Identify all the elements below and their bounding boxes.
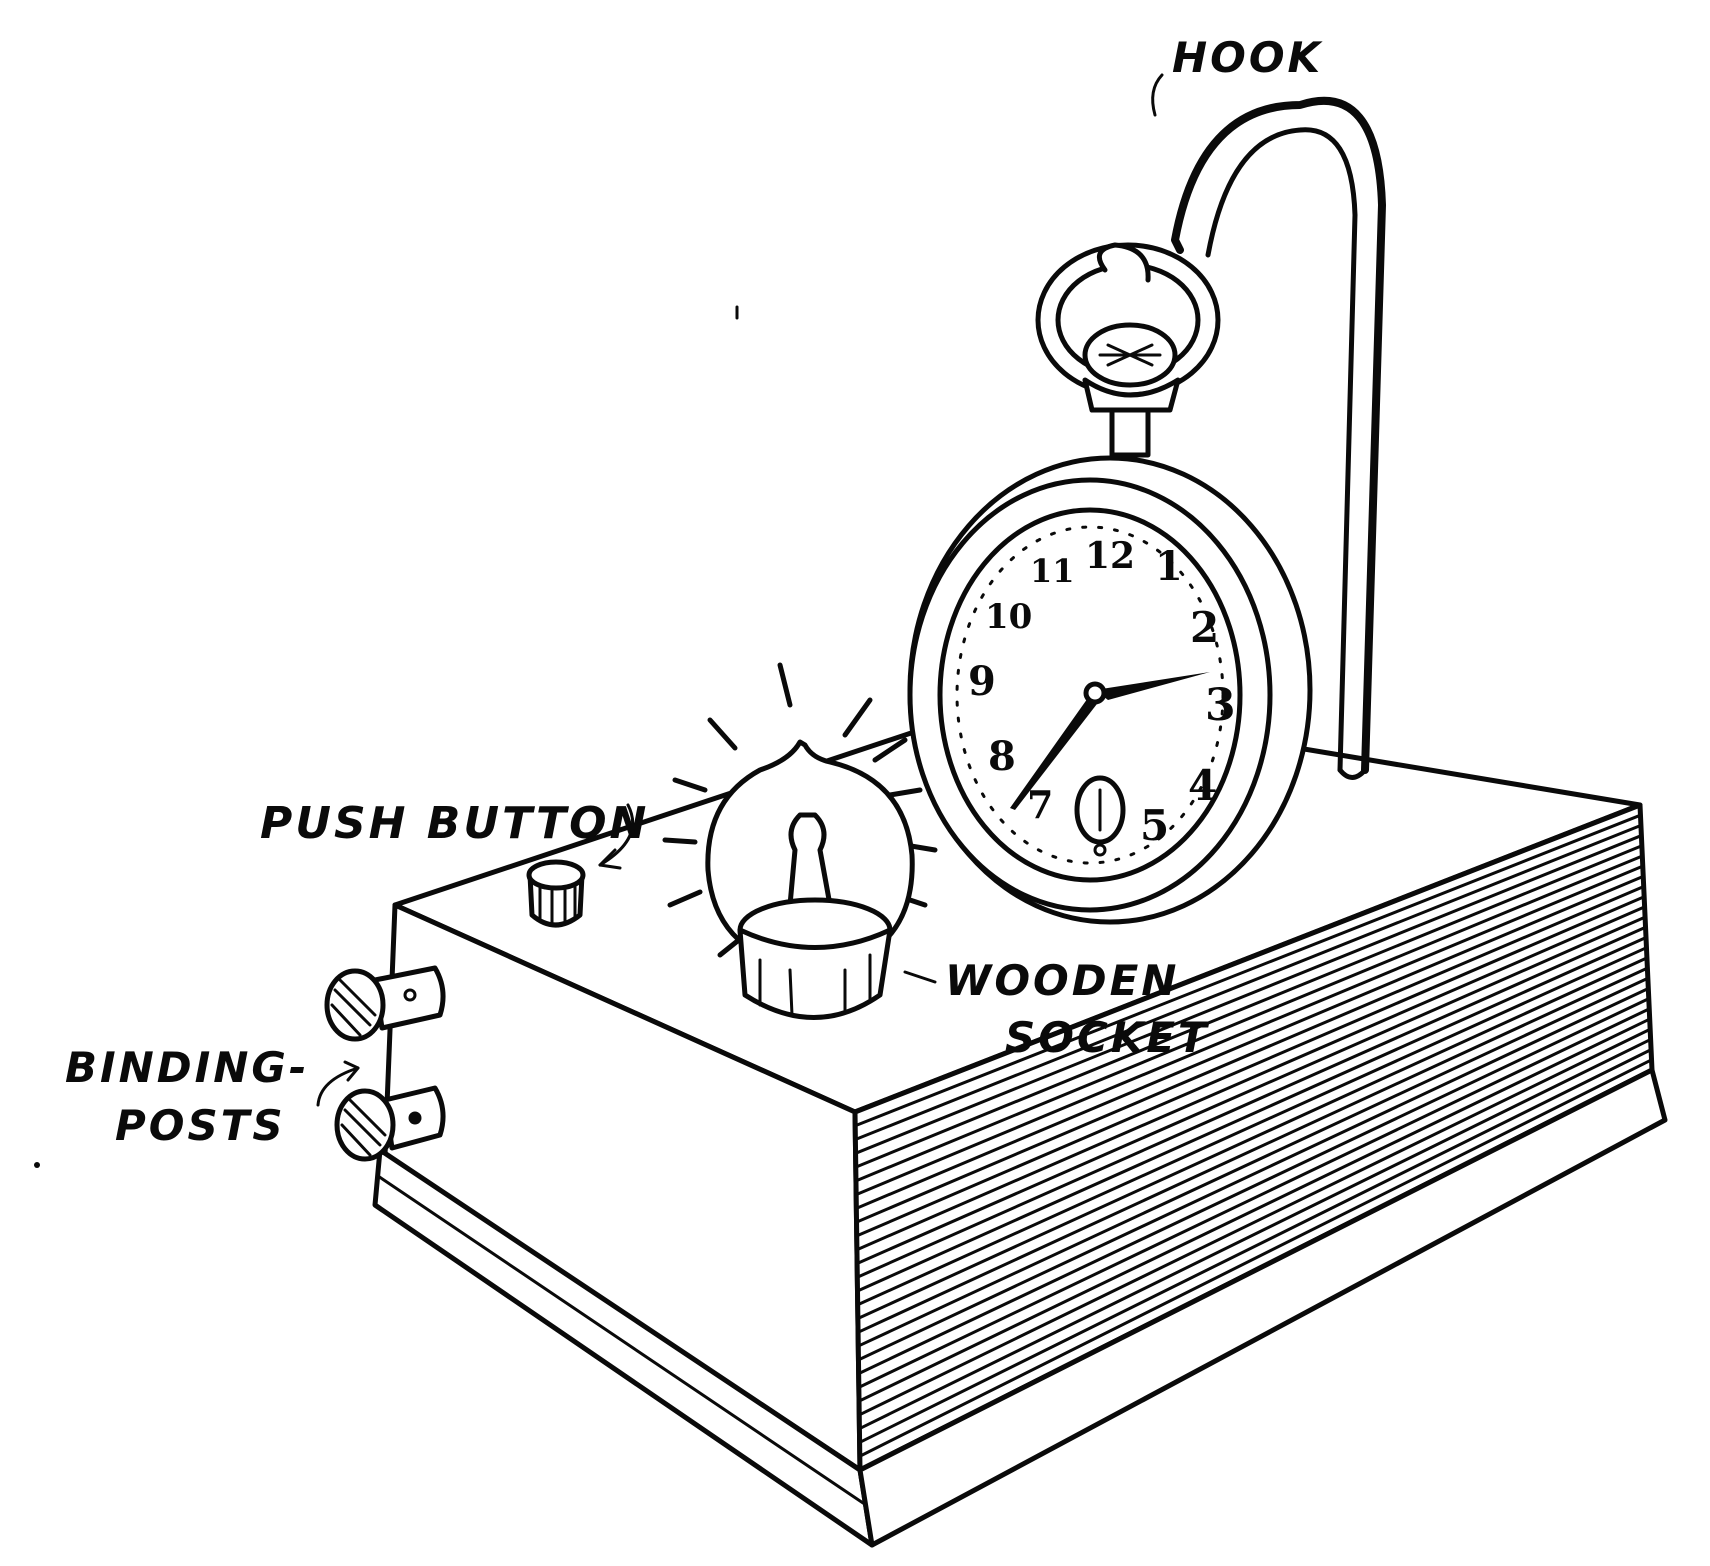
- hands-pivot: [1083, 681, 1107, 705]
- hook-outer: [1171, 96, 1386, 774]
- numeral-11: 11: [1030, 552, 1075, 590]
- numeral-3: 3: [1205, 680, 1236, 731]
- hook-foot: [1337, 767, 1368, 780]
- minute-hand: [1010, 695, 1100, 810]
- box-layer-line: [855, 885, 1646, 1224]
- callouts: HOOK PUSH BUTTON WOODEN SOCKET BINDING- …: [34, 33, 1324, 1168]
- numeral-2: 2: [1190, 603, 1219, 652]
- box-layer-line: [854, 834, 1643, 1155]
- wooden-socket-leader: [903, 970, 937, 984]
- numeral-4: 4: [1188, 761, 1217, 810]
- wooden-socket-label-1: WOODEN: [945, 956, 1179, 1005]
- wooden-socket-label-2: SOCKET: [1005, 1013, 1210, 1062]
- bulb-filament: [787, 812, 833, 908]
- hook-tip: [1096, 242, 1151, 283]
- hook-inner: [1205, 127, 1358, 773]
- binding-posts-label-1: BINDING-: [65, 1043, 309, 1092]
- push-button-arrowhead: [598, 848, 622, 870]
- box-layer-line: [855, 905, 1647, 1252]
- post-upper-hole: [403, 988, 417, 1002]
- box-layer-line: [856, 956, 1649, 1321]
- box-layer-line: [856, 986, 1650, 1362]
- watch-crown-collar: [1082, 377, 1181, 413]
- box-layer-line: [854, 864, 1645, 1197]
- binding-post-upper: [324, 965, 446, 1042]
- box-layer-line: [858, 1058, 1654, 1458]
- box-layer-line: [855, 925, 1648, 1279]
- box-layer-line: [853, 823, 1643, 1142]
- box-layer-line: [854, 854, 1644, 1183]
- push-button-knurl: [538, 883, 577, 927]
- hook: [1171, 96, 1386, 780]
- box-layer-line: [853, 813, 1642, 1128]
- binding-posts-label-2: POSTS: [115, 1101, 286, 1150]
- print-speck: [34, 1162, 40, 1168]
- box-layer-line: [856, 976, 1650, 1348]
- watch-stem: [1109, 407, 1151, 458]
- post-upper-body: [372, 965, 446, 1031]
- box-layer-line: [856, 936, 1648, 1293]
- box-layer-line: [858, 1048, 1653, 1444]
- numeral-9: 9: [968, 658, 996, 705]
- binding-posts-leader: [316, 1066, 360, 1107]
- box-layer-line: [857, 1037, 1653, 1431]
- hour-hand: [1095, 672, 1210, 700]
- box-layer-line: [857, 1017, 1652, 1403]
- numeral-1: 1: [1155, 543, 1183, 590]
- box-layer-line: [854, 844, 1644, 1169]
- numeral-5: 5: [1140, 801, 1169, 850]
- hook-label: HOOK: [1172, 33, 1324, 82]
- push-button-label: PUSH BUTTON: [260, 798, 649, 849]
- hook-leader: [1151, 73, 1164, 117]
- wooden-socket: [737, 927, 893, 1020]
- push-button-cap: [526, 859, 586, 891]
- wooden-box: [372, 697, 1668, 1548]
- push-button: [526, 859, 586, 928]
- numeral-10: 10: [985, 597, 1032, 637]
- push-button-leader: [598, 803, 635, 867]
- box-layer-line: [856, 946, 1648, 1307]
- plinth-groove: [376, 1174, 868, 1507]
- binding-posts-arrowhead: [343, 1060, 360, 1082]
- box-layer-line: [857, 997, 1651, 1376]
- box-layer-line: [855, 895, 1646, 1238]
- post-upper-hatch: [330, 978, 377, 1037]
- socket-grain: [758, 953, 872, 1017]
- dial-minute-dots: [955, 525, 1225, 865]
- pendant-ribs: [1098, 343, 1162, 367]
- dial-numerals: 12 1 2 3 4 5 7 8 9 10 11: [968, 535, 1236, 850]
- numeral-8: 8: [988, 733, 1016, 780]
- box-layer-line: [857, 1027, 1652, 1417]
- box-side-layers: [853, 813, 1654, 1458]
- box-layer-line: [855, 915, 1647, 1265]
- box-layer-line: [856, 966, 1649, 1334]
- post-lower-hatch: [340, 1098, 387, 1157]
- binding-post-lower: [334, 1085, 446, 1162]
- numeral-7: 7: [1027, 782, 1053, 827]
- plinth-side: [857, 1067, 1668, 1548]
- pocket-watch: 12 1 2 3 4 5 7 8 9 10 11: [907, 242, 1313, 925]
- binding-posts: [324, 965, 446, 1162]
- box-layer-line: [854, 874, 1645, 1210]
- numeral-12: 12: [1085, 535, 1135, 577]
- lamp-assembly: [662, 662, 938, 1020]
- subdial-pivot: [1093, 843, 1107, 857]
- post-lower-hole: [408, 1111, 422, 1125]
- box-layer-line: [857, 1007, 1651, 1389]
